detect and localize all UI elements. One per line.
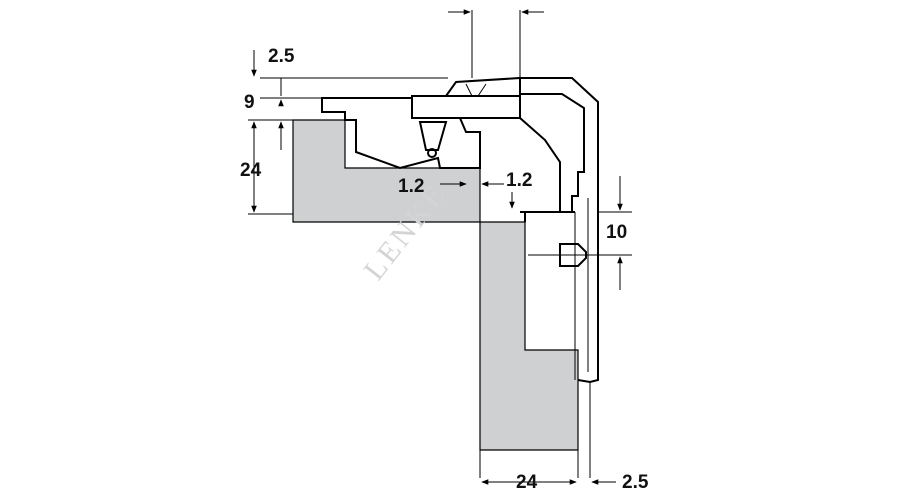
pivot-pin <box>427 148 437 158</box>
mounting-plate-outer <box>520 77 599 384</box>
mounting-base <box>520 211 575 222</box>
mounting-plate <box>519 93 585 213</box>
pivot-link <box>418 121 448 151</box>
dim-gap-left: 1.2 <box>398 176 424 197</box>
carcass-panel <box>479 221 579 451</box>
screw-slot-top <box>465 83 487 97</box>
hinge-arm <box>411 95 521 119</box>
dim-plate-thickness: 9 <box>244 92 255 113</box>
dim-door-thickness: 24 <box>240 160 262 181</box>
dim-carcass-thickness: 24 <box>516 472 538 493</box>
ref-lines-top-gap <box>471 10 521 78</box>
dim-overlay-offset: 2.5 <box>622 472 649 493</box>
ref-lines-bottom <box>479 222 591 478</box>
ref-lines-spacing <box>598 211 632 256</box>
mounting-plate-edge <box>574 198 589 380</box>
mount-screw <box>559 243 587 267</box>
hinge-top-cover <box>445 76 521 97</box>
dim-gap-right: 1.2 <box>506 170 532 191</box>
dim-top-offset: 2.5 <box>268 46 295 67</box>
ref-lines-door <box>248 119 293 215</box>
dim-screw-spacing: 10 <box>606 222 627 243</box>
